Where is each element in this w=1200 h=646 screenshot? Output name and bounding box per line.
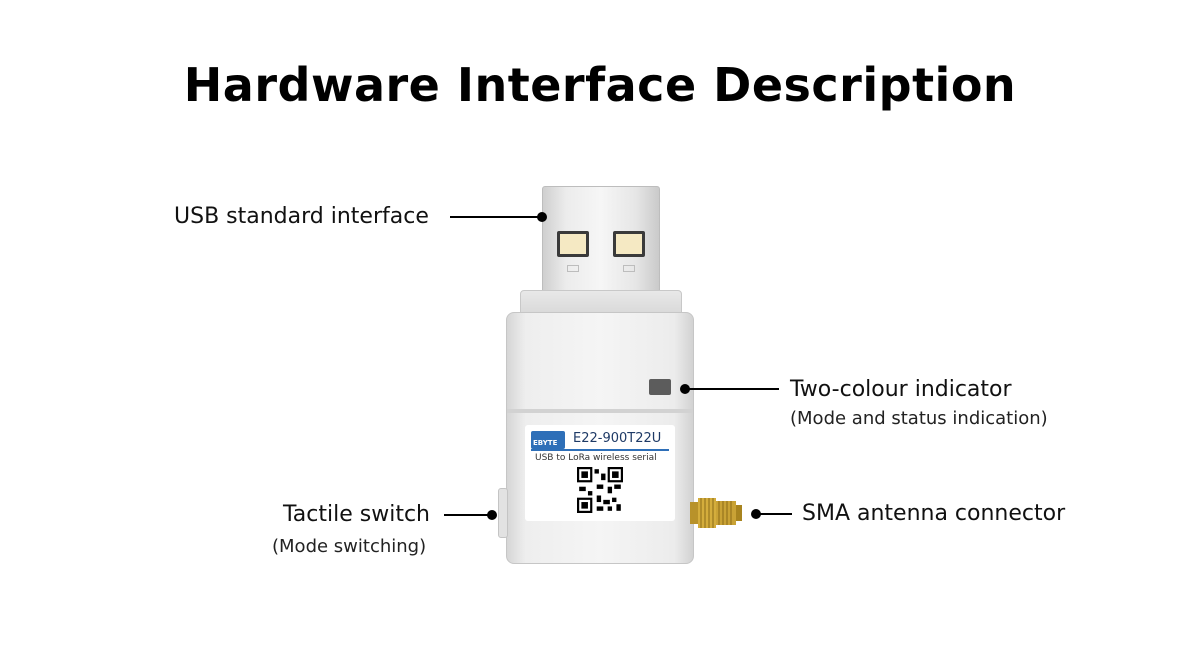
device-label-sticker: EBYTE E22-900T22U USB to LoRa wireless s… [525,425,675,521]
usb-pin-left [567,265,579,272]
sma-label: SMA antenna connector [802,501,1066,526]
sma-connector-icon [690,498,742,528]
switch-sublabel: (Mode switching) [272,536,427,557]
switch-label: Tactile switch [283,502,430,527]
model-number: E22-900T22U [573,431,662,446]
usb-interface-label: USB standard interface [174,204,429,229]
indicator-callout-line [685,388,779,390]
usb-callout-line [450,216,542,218]
indicator-sublabel: (Mode and status indication) [790,408,1048,429]
device-description: USB to LoRa wireless serial [535,453,657,463]
body-seam [507,409,693,413]
qr-code-icon [577,467,623,513]
usb-plug [542,186,660,296]
indicator-led [649,379,671,395]
page-title: Hardware Interface Description [183,58,1017,112]
brand-logo: EBYTE [531,431,565,449]
brand-logo-text: EBYTE [533,439,558,447]
indicator-label: Two-colour indicator [790,377,1012,402]
usb-contact-left [557,231,589,257]
sma-callout-line [756,513,792,515]
switch-callout-line [444,514,496,516]
usb-contact-right [613,231,645,257]
device-body: EBYTE E22-900T22U USB to LoRa wireless s… [506,312,694,564]
usb-pin-right [623,265,635,272]
switch-callout-dot [487,510,497,520]
usb-callout-dot [537,212,547,222]
label-divider [531,449,669,451]
tactile-switch [498,488,508,538]
